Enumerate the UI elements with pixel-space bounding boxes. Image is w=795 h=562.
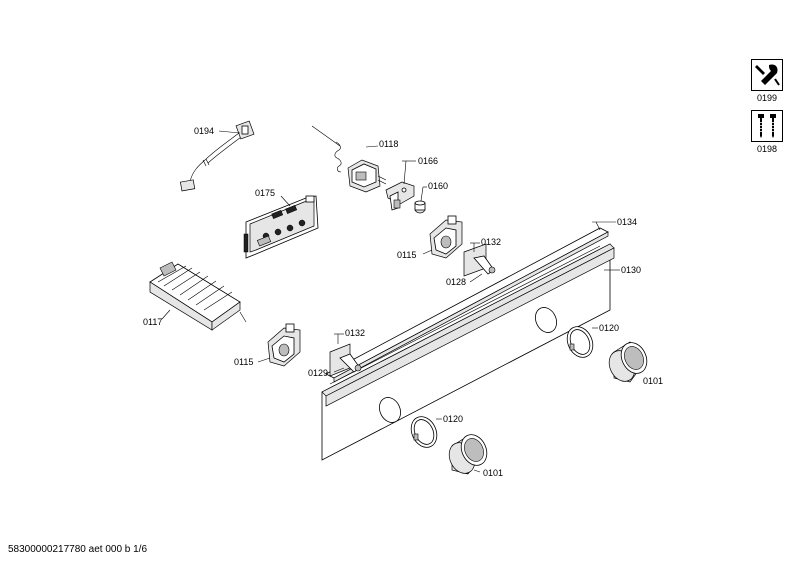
part-0130-control-panel[interactable] xyxy=(321,243,615,461)
document-footer-id: 58300000217780 aet 000 b 1/6 xyxy=(8,544,148,555)
label-0175: 0175 xyxy=(255,188,275,198)
label-0115-lower: 0115 xyxy=(234,357,253,367)
part-0115-upper-bracket[interactable] xyxy=(429,215,463,259)
part-0117-terminal-block[interactable] xyxy=(149,261,247,331)
label-0132-lower: 0132 xyxy=(345,328,365,338)
label-0117: 0117 xyxy=(143,317,162,327)
part-0160-bulb[interactable] xyxy=(414,200,426,214)
part-0120-knob-ring-lower[interactable] xyxy=(406,412,441,451)
label-0130: 0130 xyxy=(621,265,641,275)
screws-icon[interactable] xyxy=(751,110,783,142)
label-0128: 0128 xyxy=(446,277,466,287)
wrench-screwdriver-icon[interactable] xyxy=(751,59,783,91)
part-0132-upper-clip[interactable] xyxy=(463,243,496,277)
part-0134-trim-strip[interactable] xyxy=(325,227,609,383)
label-0101-lower: 0101 xyxy=(483,468,503,478)
label-0115-upper: 0115 xyxy=(397,250,416,260)
part-0118-thermostat[interactable] xyxy=(311,125,387,193)
label-0118: 0118 xyxy=(379,139,398,149)
label-0120-lower: 0120 xyxy=(443,414,463,424)
tool-label-0199: 0199 xyxy=(756,93,778,103)
label-0132-upper: 0132 xyxy=(481,237,501,247)
label-0101-right: 0101 xyxy=(643,376,663,386)
label-0166: 0166 xyxy=(418,156,438,166)
part-0101-knob-right[interactable] xyxy=(604,338,651,385)
part-0132-lower-clip[interactable] xyxy=(329,343,362,377)
label-0134: 0134 xyxy=(617,217,637,227)
label-0194: 0194 xyxy=(194,126,214,136)
part-0115-lower-bracket[interactable] xyxy=(267,323,301,367)
label-0120-right: 0120 xyxy=(599,323,619,333)
part-0194-wiring-harness[interactable] xyxy=(179,120,255,192)
part-0166-bracket[interactable] xyxy=(385,181,415,211)
part-0101-knob-lower[interactable] xyxy=(444,430,491,477)
part-0175-control-board[interactable] xyxy=(243,195,319,259)
part-0120-knob-ring-right[interactable] xyxy=(562,322,597,361)
tool-label-0198: 0198 xyxy=(756,144,778,154)
label-0129: 0129 xyxy=(308,368,328,378)
label-0160: 0160 xyxy=(428,181,448,191)
